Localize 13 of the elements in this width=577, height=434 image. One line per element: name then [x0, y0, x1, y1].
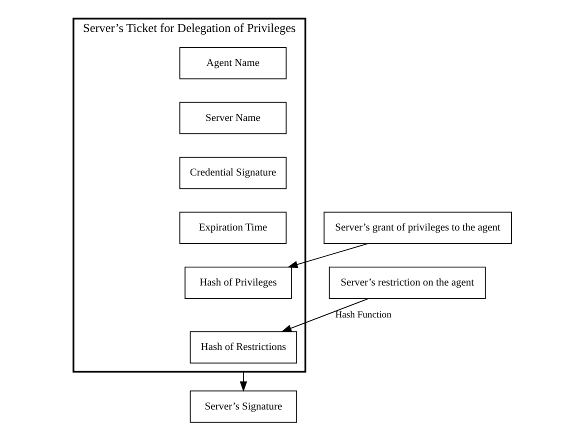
arrow — [280, 298, 368, 332]
node-box: Server’s restriction on the agent — [328, 266, 486, 299]
edge-label: Hash Function — [334, 310, 391, 321]
node-box: Server’s Signature — [189, 390, 297, 423]
node-box: Expiration Time — [178, 212, 286, 244]
node-box: Hash of Privileges — [184, 266, 292, 299]
node-box: Server Name — [178, 102, 286, 134]
node-box: Hash of Restrictions — [189, 331, 297, 364]
arrow — [286, 243, 368, 268]
node-box: Agent Name — [178, 47, 286, 80]
node-box: Server’s grant of privileges to the agent — [323, 212, 512, 244]
arrow — [239, 371, 247, 392]
node-box: Credential Signature — [178, 156, 286, 190]
